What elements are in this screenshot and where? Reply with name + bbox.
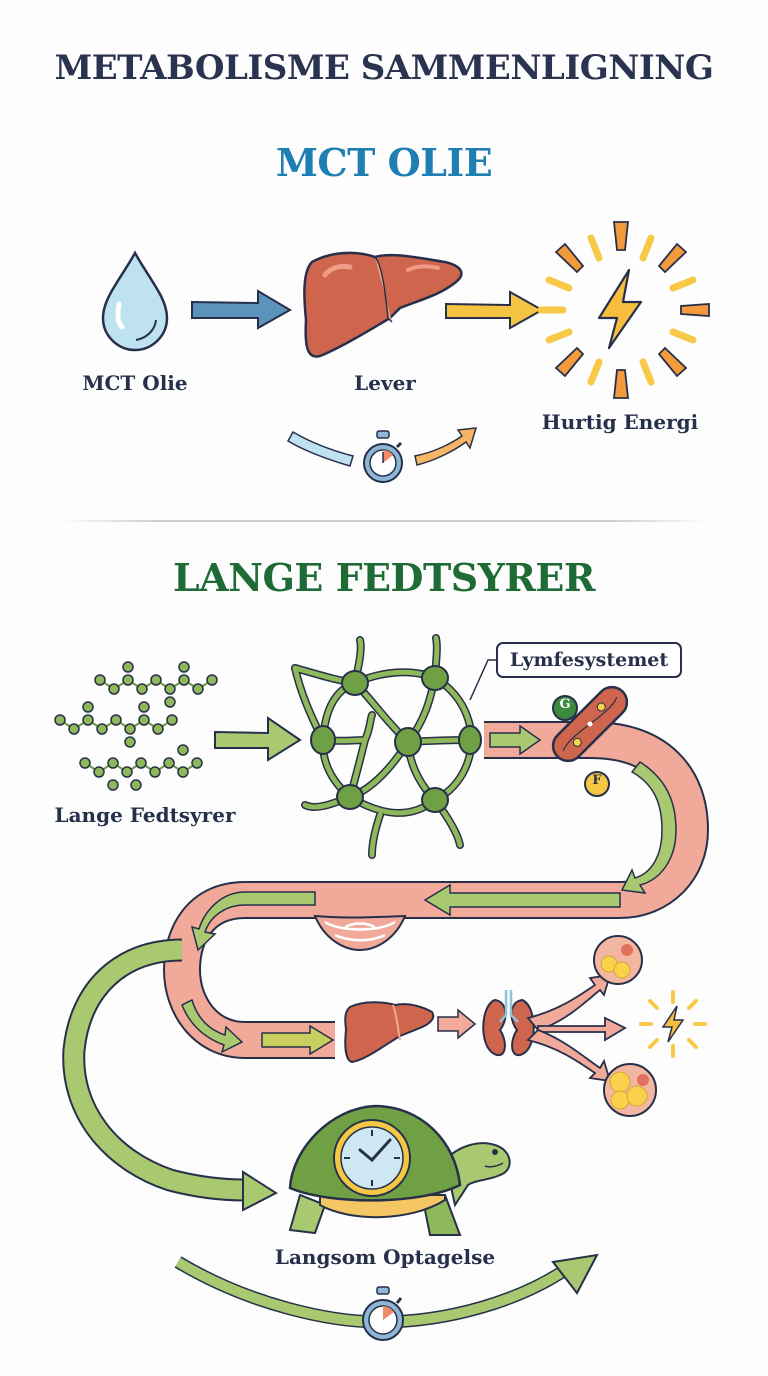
turtle-clock-icon [288,1104,511,1236]
step-label-mct-oil: MCT Olie [82,371,188,395]
arrow-right-icon [437,1008,477,1040]
step-label-fast-energy: Hurtig Energi [541,410,699,434]
fatty-acid-chains-icon [54,661,218,791]
oil-drop-icon [101,250,169,352]
mct-diagram [101,221,710,483]
lightning-energy-icon [537,221,710,399]
branching-arrows [526,973,627,1083]
lcfa-section-heading: LANGE FEDTSYRER [173,555,595,600]
page-title: METABOLISME SAMMENLIGNING [54,48,714,88]
fat-cell-icon [603,1063,657,1117]
source-label-long-fatty-acids: Lange Fedtsyrer [54,803,236,827]
flow-arrows [181,724,677,1056]
capillary-bed-icon [313,914,407,952]
step-label-liver: Lever [354,371,416,395]
lymph-network-icon [291,634,482,859]
lightning-energy-icon [639,990,707,1058]
timing-arc-icon [286,427,478,467]
mct-section-heading: MCT OLIE [275,140,493,185]
liver-icon [344,1001,435,1064]
slow-path-arrow [62,938,279,1212]
section-divider [58,520,710,522]
blood-vessel-path [162,721,710,1059]
badge-g-icon [552,695,578,721]
stopwatch-icon [363,430,403,483]
fat-cell-icon [593,935,643,985]
badge-f-icon [584,771,610,797]
stopwatch-icon [362,1286,404,1341]
kidneys-icon [482,990,535,1057]
liver-icon [303,251,463,358]
arrow-right-icon [445,290,545,330]
callout-connector [469,659,497,701]
badge-f-label: F [592,773,602,788]
lymph-system-callout: Lymfesystemet [496,642,682,678]
slow-absorption-label: Langsom Optagelse [274,1245,496,1269]
blood-vessel-icon [551,685,629,763]
arrow-right-icon [214,716,302,762]
badge-g-label: G [559,697,571,712]
arrow-right-icon [191,289,292,330]
